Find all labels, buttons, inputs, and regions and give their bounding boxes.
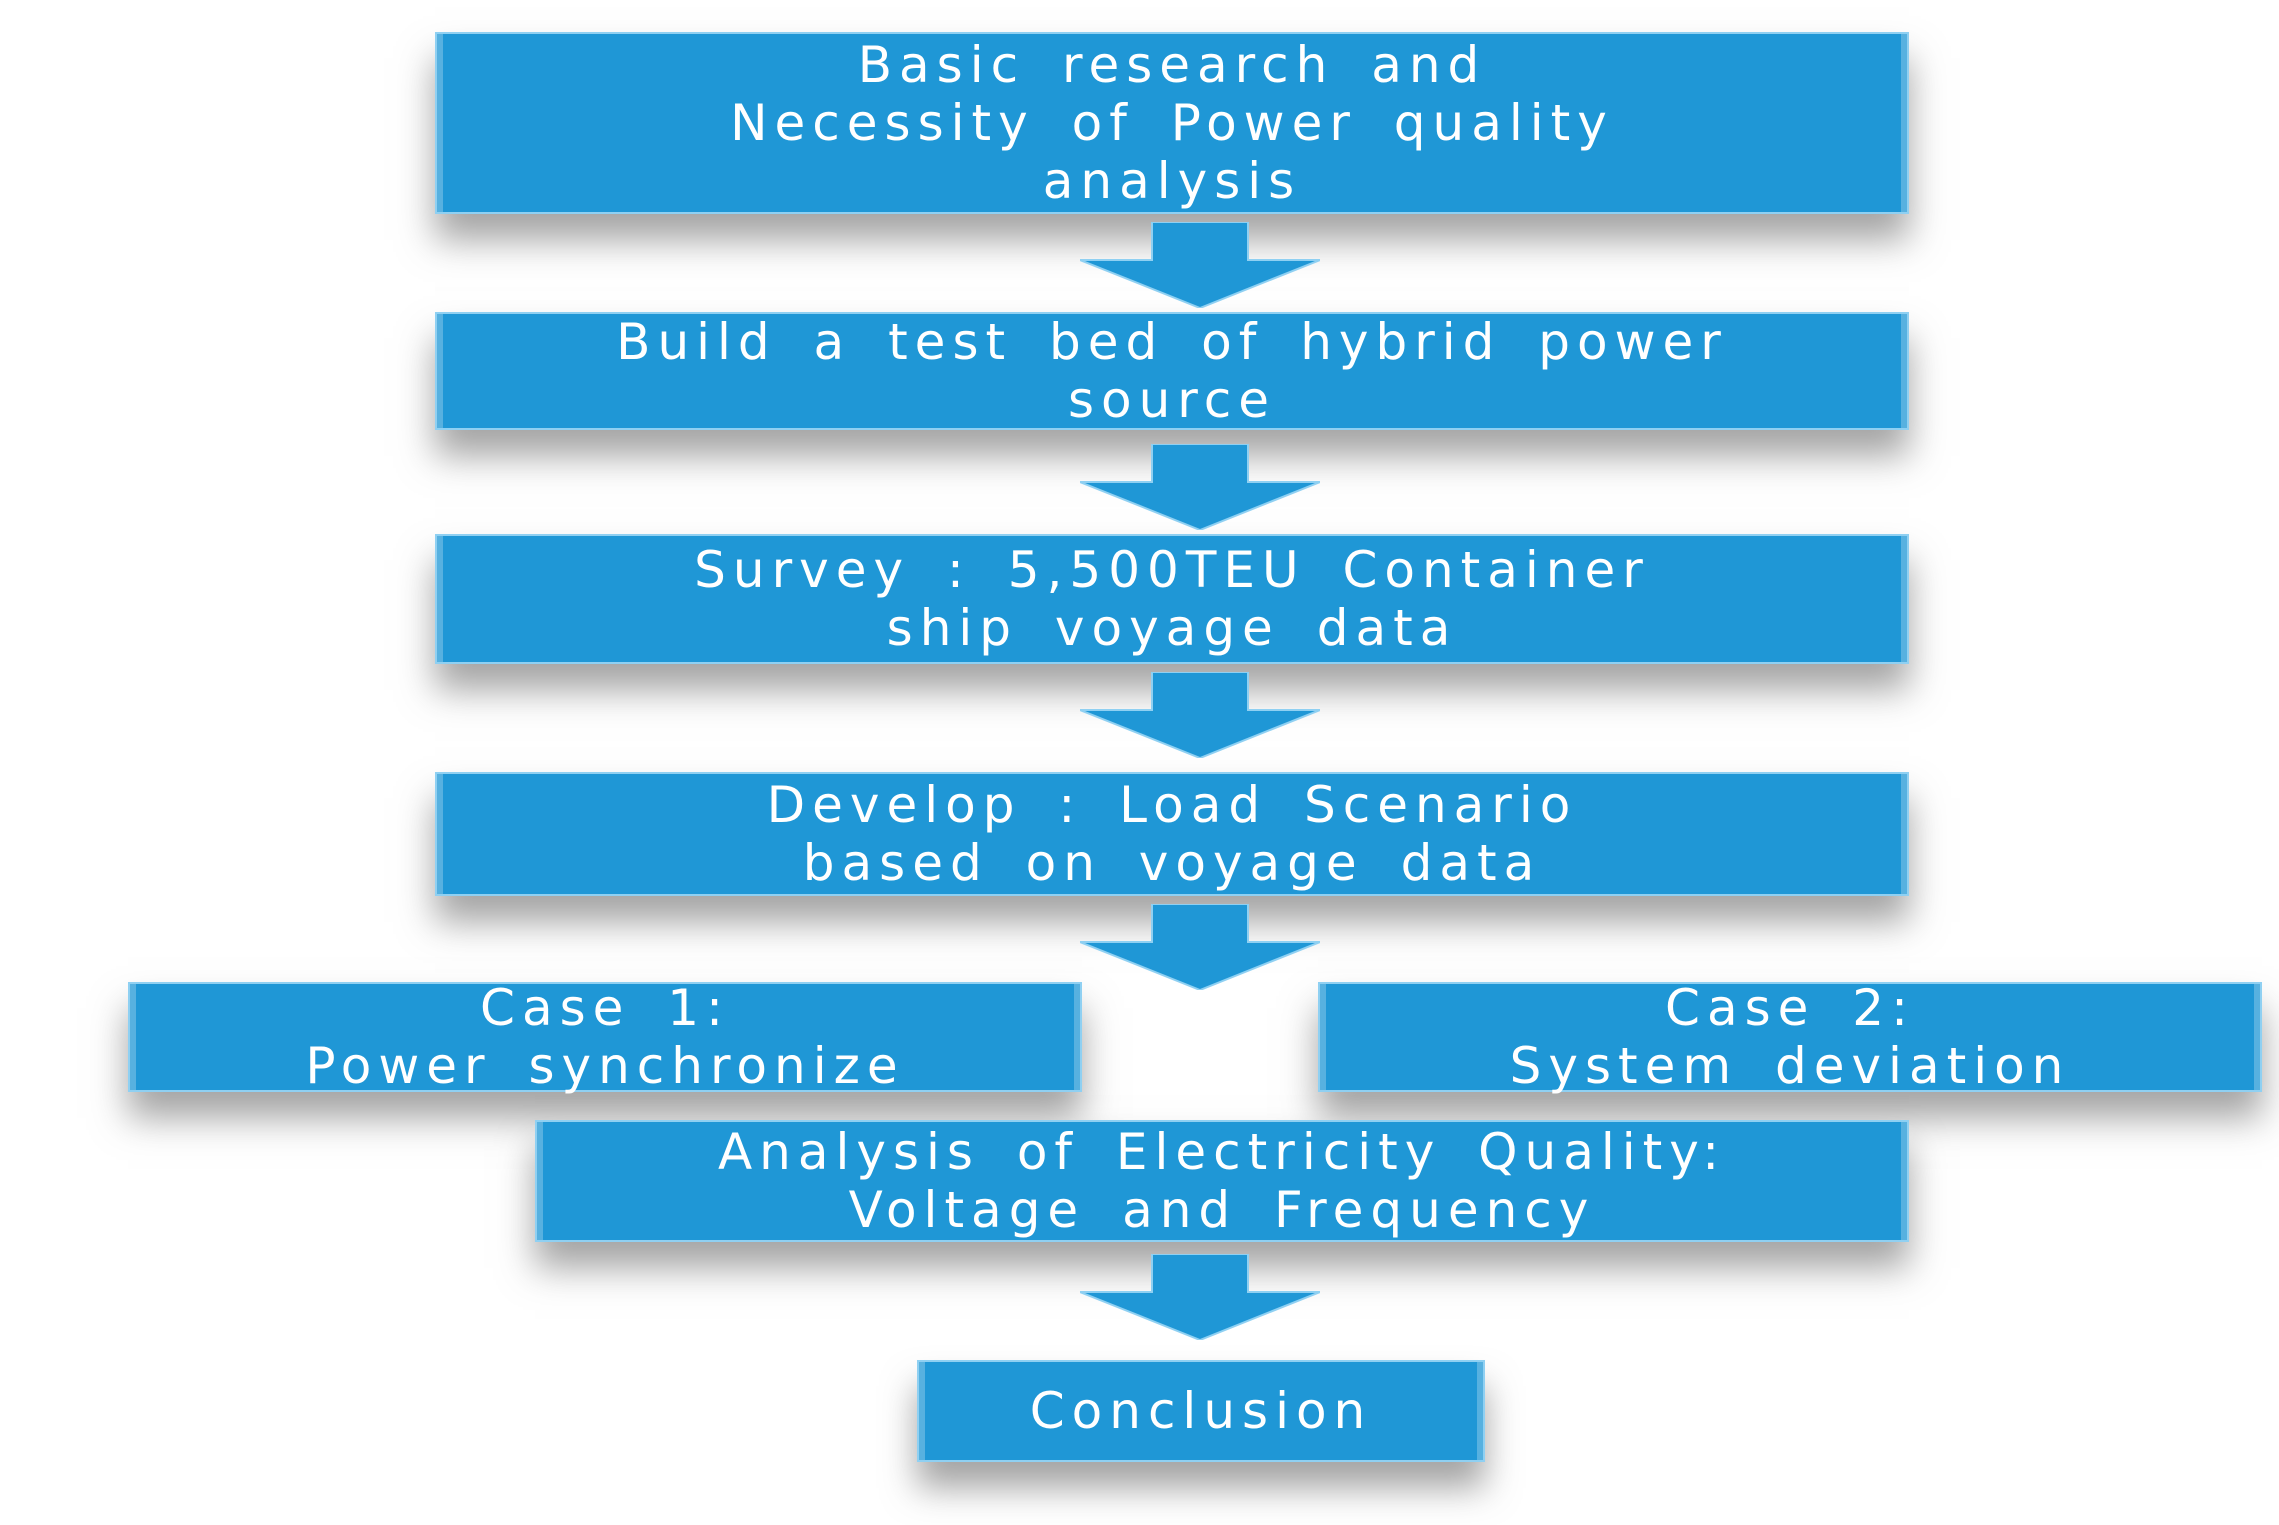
arrow-down-icon	[1080, 904, 1320, 990]
arrow-down-icon	[1080, 444, 1320, 530]
case-1-label: Case 1: Power synchronize	[305, 979, 905, 1095]
step-test-bed-box: Build a test bed of hybrid power source	[435, 312, 1909, 430]
step-conclusion-label: Conclusion	[1029, 1382, 1373, 1440]
case-1-box: Case 1: Power synchronize	[128, 979, 1082, 1095]
step-survey-box: Survey : 5,500TEU Container ship voyage …	[435, 534, 1909, 664]
step-conclusion-box: Conclusion	[917, 1360, 1485, 1462]
step-test-bed-label: Build a test bed of hybrid power source	[616, 313, 1728, 429]
arrow-down-icon	[1080, 672, 1320, 758]
arrow-down-icon	[1080, 1254, 1320, 1340]
step-develop-box: Develop : Load Scenario based on voyage …	[435, 772, 1909, 896]
case-2-label: Case 2: System deviation	[1509, 979, 2071, 1095]
step-basic-research-label: Basic research and Necessity of Power qu…	[730, 36, 1614, 210]
step-develop-label: Develop : Load Scenario based on voyage …	[766, 776, 1578, 892]
arrow-down-icon	[1080, 222, 1320, 308]
step-analysis-box: Analysis of Electricity Quality: Voltage…	[535, 1120, 1909, 1242]
case-2-box: Case 2: System deviation	[1318, 979, 2262, 1095]
step-basic-research-box: Basic research and Necessity of Power qu…	[435, 32, 1909, 214]
step-analysis-label: Analysis of Electricity Quality: Voltage…	[717, 1123, 1727, 1239]
step-survey-label: Survey : 5,500TEU Container ship voyage …	[694, 541, 1650, 657]
